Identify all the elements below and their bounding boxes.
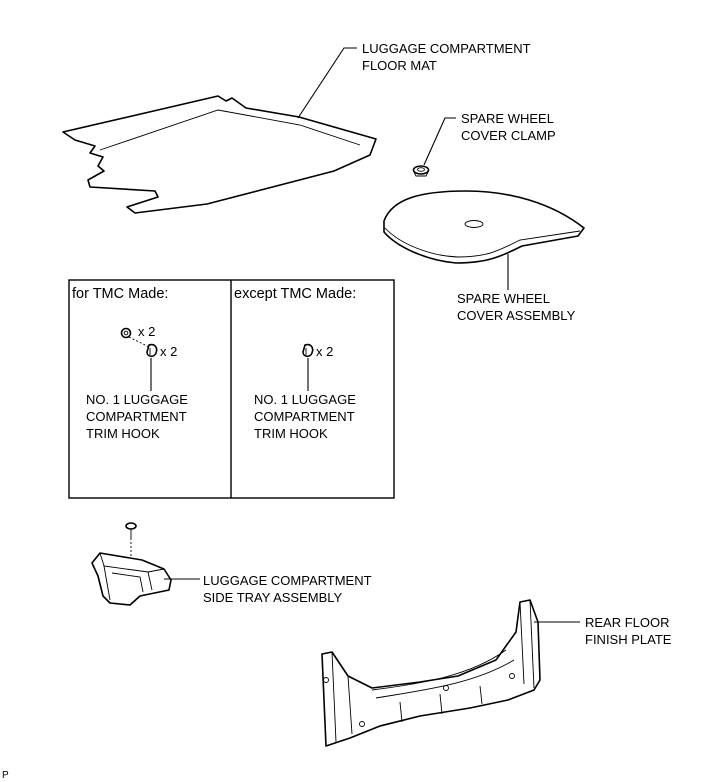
spare-wheel-cover-clamp-part bbox=[412, 165, 430, 177]
left-qty-a: x 2 bbox=[138, 324, 155, 339]
tmc-hook-part bbox=[146, 343, 158, 358]
floor-mat-leader bbox=[297, 47, 357, 119]
right-qty: x 2 bbox=[316, 344, 333, 359]
left-qty-b: x 2 bbox=[160, 344, 177, 359]
side-tray-bolt-part bbox=[125, 522, 137, 538]
footer-code: P bbox=[2, 770, 9, 781]
trim-hook-table bbox=[68, 279, 395, 499]
side-tray-part bbox=[91, 552, 172, 606]
tmc-clip-part bbox=[120, 327, 132, 339]
rear-floor-finish-plate-part bbox=[321, 599, 541, 747]
left-cell-header: for TMC Made: bbox=[72, 286, 168, 302]
floor-mat-part bbox=[62, 95, 377, 214]
spare-wheel-cover-part bbox=[383, 190, 585, 264]
non-tmc-hook-part bbox=[302, 343, 314, 358]
spare-clamp-leader bbox=[423, 117, 456, 166]
right-cell-header: except TMC Made: bbox=[234, 286, 356, 302]
